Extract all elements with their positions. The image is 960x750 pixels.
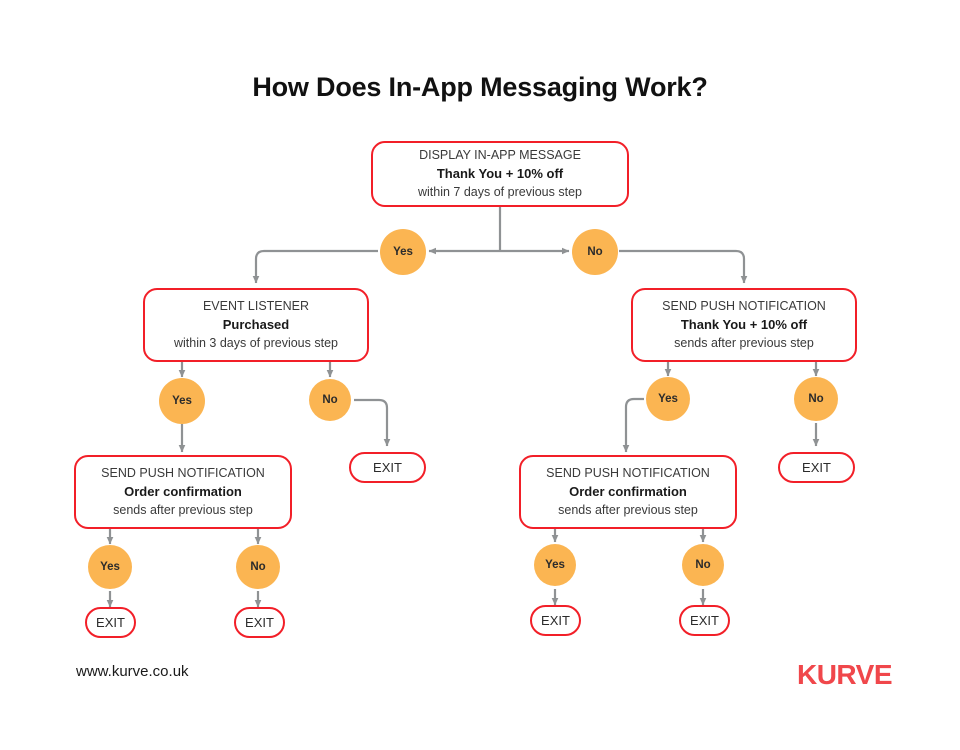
node-line-1: SEND PUSH NOTIFICATION xyxy=(101,466,265,481)
page-title: How Does In-App Messaging Work? xyxy=(252,72,708,102)
node-line-1: SEND PUSH NOTIFICATION xyxy=(546,466,710,481)
decision-left-yes[interactable]: Yes xyxy=(159,378,205,424)
node-send-push-order-confirmation-right[interactable]: SEND PUSH NOTIFICATION Order confirmatio… xyxy=(519,455,737,529)
node-line-3: within 7 days of previous step xyxy=(418,185,582,200)
node-line-3: sends after previous step xyxy=(674,336,814,351)
exit-right-leaf-yes[interactable]: EXIT xyxy=(530,605,581,636)
exit-label: EXIT xyxy=(245,615,274,630)
node-line-2: Thank You + 10% off xyxy=(680,316,808,332)
decision-label: No xyxy=(808,393,824,405)
decision-label: Yes xyxy=(100,561,120,573)
decision-left-no[interactable]: No xyxy=(309,379,351,421)
node-event-listener-purchased[interactable]: EVENT LISTENER Purchased within 3 days o… xyxy=(143,288,369,362)
node-send-push-thank-you[interactable]: SEND PUSH NOTIFICATION Thank You + 10% o… xyxy=(631,288,857,362)
decision-root-no[interactable]: No xyxy=(572,229,618,275)
footer-url[interactable]: www.kurve.co.uk xyxy=(76,663,189,680)
node-line-2: Thank You + 10% off xyxy=(436,165,564,181)
node-line-1: DISPLAY IN-APP MESSAGE xyxy=(419,148,581,163)
decision-label: Yes xyxy=(393,246,413,258)
decision-label: Yes xyxy=(658,393,678,405)
node-line-3: sends after previous step xyxy=(113,503,253,518)
node-line-2: Order confirmation xyxy=(124,483,242,499)
decision-right-leaf-no[interactable]: No xyxy=(682,544,724,586)
exit-label: EXIT xyxy=(541,613,570,628)
node-line-2: Purchased xyxy=(222,316,290,332)
decision-right-leaf-yes[interactable]: Yes xyxy=(534,544,576,586)
decision-label: Yes xyxy=(172,395,192,407)
exit-label: EXIT xyxy=(690,613,719,628)
exit-left-no[interactable]: EXIT xyxy=(349,452,426,483)
exit-right-leaf-no[interactable]: EXIT xyxy=(679,605,730,636)
decision-root-yes[interactable]: Yes xyxy=(380,229,426,275)
exit-right-no[interactable]: EXIT xyxy=(778,452,855,483)
decision-right-no[interactable]: No xyxy=(794,377,838,421)
exit-label: EXIT xyxy=(373,460,402,475)
node-send-push-order-confirmation-left[interactable]: SEND PUSH NOTIFICATION Order confirmatio… xyxy=(74,455,292,529)
exit-left-leaf-yes[interactable]: EXIT xyxy=(85,607,136,638)
node-line-1: SEND PUSH NOTIFICATION xyxy=(662,299,826,314)
kurve-logo: KURVE xyxy=(796,659,893,690)
node-display-in-app-message[interactable]: DISPLAY IN-APP MESSAGE Thank You + 10% o… xyxy=(371,141,629,207)
node-line-3: sends after previous step xyxy=(558,503,698,518)
decision-label: No xyxy=(695,559,711,571)
decision-label: Yes xyxy=(545,559,565,571)
decision-label: No xyxy=(587,246,603,258)
decision-label: No xyxy=(250,561,266,573)
decision-left-leaf-no[interactable]: No xyxy=(236,545,280,589)
node-line-1: EVENT LISTENER xyxy=(202,299,310,314)
node-line-3: within 3 days of previous step xyxy=(174,336,338,351)
node-line-2: Order confirmation xyxy=(569,483,687,499)
decision-right-yes[interactable]: Yes xyxy=(646,377,690,421)
decision-left-leaf-yes[interactable]: Yes xyxy=(88,545,132,589)
decision-label: No xyxy=(322,394,338,406)
exit-label: EXIT xyxy=(802,460,831,475)
exit-left-leaf-no[interactable]: EXIT xyxy=(234,607,285,638)
exit-label: EXIT xyxy=(96,615,125,630)
